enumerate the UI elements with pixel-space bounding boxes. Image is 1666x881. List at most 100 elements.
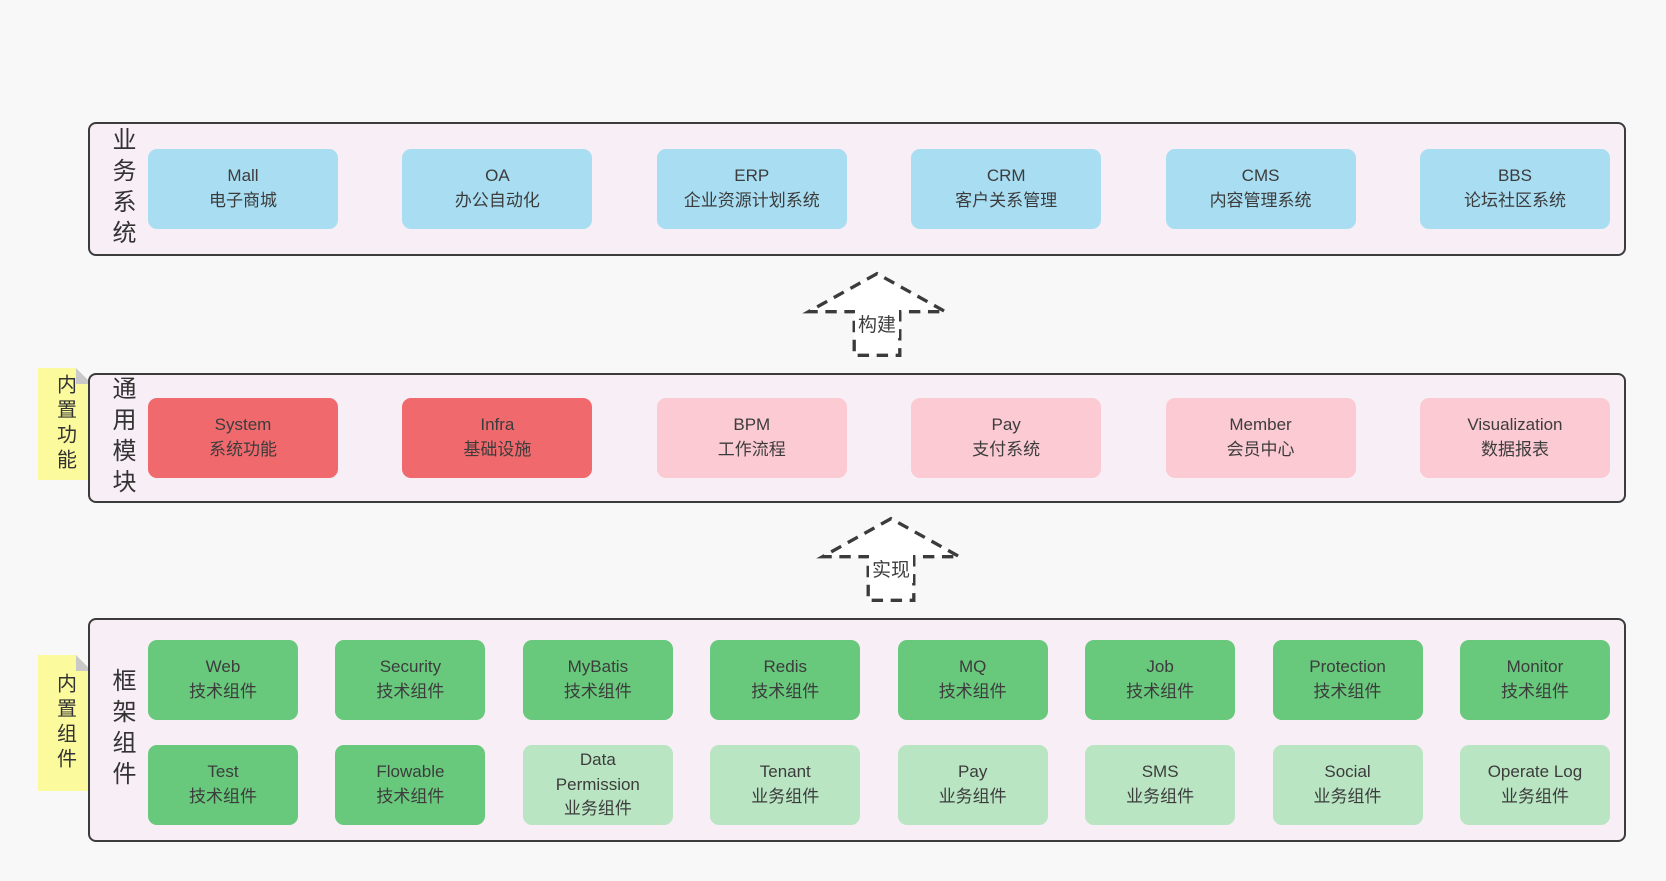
box-title: Protection [1309,657,1386,677]
box-title: BPM [733,415,771,435]
box-subtitle: 内容管理系统 [1209,191,1312,210]
box-row: System 系统功能 Infra 基础设施 BPM 工作流程 Pay 支付系统 Member 会… [148,398,1610,478]
diagram-box: BBS 论坛社区系统 [1419,149,1610,229]
box-subtitle: 技术组件 [938,682,1007,701]
box-title: OA [485,166,510,186]
diagram-box: Protection 技术组件 [1272,640,1423,720]
arrow-label: 实现 [868,554,914,583]
box-subtitle: 技术组件 [1500,682,1569,701]
box-subtitle: 企业资源计划系统 [683,191,820,210]
box-subtitle: 技术组件 [376,787,445,806]
diagram-box: Web 技术组件 [148,640,298,720]
diagram-box: Social 业务组件 [1272,745,1423,825]
band-common-modules: 通用模块 System 系统功能 Infra 基础设施 BPM 工作流程 Pay 支付系统 Me… [88,373,1626,503]
box-title: Monitor [1506,657,1564,677]
diagram-box: SMS 业务组件 [1085,745,1236,825]
diagram-box: Pay 支付系统 [911,398,1102,478]
box-title: Flowable [376,762,445,782]
box-title: Security [379,657,442,677]
diagram-box: CMS 内容管理系统 [1165,149,1356,229]
box-title: Visualization [1467,415,1563,435]
band-label: 框架组件 [108,668,135,792]
box-subtitle: 会员中心 [1226,440,1295,459]
box-subtitle: 技术组件 [1126,682,1195,701]
box-subtitle: 业务组件 [1126,787,1195,806]
band-rows: Mall 电子商城 OA 办公自动化 ERP 企业资源计划系统 CRM 客户关系管理 CMS 内容… [148,124,1610,254]
diagram-box: Data Permission 业务组件 [522,745,673,825]
box-title: Web [205,657,241,677]
box-subtitle: 基础设施 [463,440,532,459]
sticky-note-builtin-features: 内置功能 [38,368,92,480]
diagram-box: BPM 工作流程 [656,398,847,478]
diagram-box: Monitor 技术组件 [1459,640,1610,720]
box-title: Pay [991,415,1021,435]
diagram-box: Infra 基础设施 [402,398,593,478]
sticky-note-builtin-components: 内置组件 [38,655,92,791]
box-title: SMS [1141,762,1179,782]
box-title: System [214,415,272,435]
box-title: Job [1146,657,1174,677]
diagram-box: Job 技术组件 [1085,640,1236,720]
box-title: Redis [763,657,807,677]
box-title: MQ [958,657,987,677]
diagram-box: Flowable 技术组件 [335,745,486,825]
box-title: CMS [1241,166,1280,186]
band-label: 业务系统 [108,127,135,251]
box-subtitle: 客户关系管理 [955,191,1058,210]
sticky-note-label: 内置功能 [53,374,76,474]
box-subtitle: 工作流程 [717,440,786,459]
diagram-box: ERP 企业资源计划系统 [656,149,847,229]
box-title: ERP [734,166,770,186]
diagram-box: CRM 客户关系管理 [911,149,1102,229]
box-subtitle: 业务组件 [751,787,820,806]
box-subtitle: 技术组件 [189,787,257,806]
build-arrow: 构建 [801,267,953,362]
diagram-box: Visualization 数据报表 [1419,398,1610,478]
box-subtitle: 技术组件 [189,682,257,701]
arrow-label: 构建 [854,309,900,338]
diagram-box: MQ 技术组件 [897,640,1048,720]
box-subtitle: 技术组件 [563,682,632,701]
box-title: Infra [480,415,515,435]
box-subtitle: 技术组件 [751,682,820,701]
implement-arrow: 实现 [815,512,967,607]
box-subtitle: 系统功能 [209,440,277,459]
box-title: Test [207,762,239,782]
sticky-note-label: 内置组件 [53,673,76,773]
box-subtitle: 业务组件 [1313,787,1382,806]
box-subtitle: 办公自动化 [454,191,540,210]
box-subtitle: 技术组件 [376,682,445,701]
diagram-box: Security 技术组件 [335,640,486,720]
box-row: Mall 电子商城 OA 办公自动化 ERP 企业资源计划系统 CRM 客户关系管理 CMS 内容… [148,149,1610,229]
box-title: Social [1324,762,1371,782]
band-label: 通用模块 [108,376,135,500]
box-title: Tenant [759,762,811,782]
box-title: Data Permission [555,750,640,794]
box-title: CRM [986,166,1026,186]
box-subtitle: 数据报表 [1480,440,1549,459]
diagram-box: OA 办公自动化 [402,149,593,229]
box-subtitle: 业务组件 [563,799,632,819]
diagram-box: Mall 电子商城 [148,149,338,229]
diagram-box: Tenant 业务组件 [710,745,861,825]
band-business-systems: 业务系统 Mall 电子商城 OA 办公自动化 ERP 企业资源计划系统 CRM 客户关系管理… [88,122,1626,256]
box-subtitle: 论坛社区系统 [1463,191,1566,210]
band-rows: System 系统功能 Infra 基础设施 BPM 工作流程 Pay 支付系统 Member 会… [148,375,1610,501]
box-title: Operate Log [1487,762,1583,782]
box-title: Member [1229,415,1292,435]
box-title: Mall [227,166,259,186]
box-subtitle: 支付系统 [972,440,1041,459]
box-title: BBS [1497,166,1532,186]
diagram-box: System 系统功能 [148,398,338,478]
box-subtitle: 电子商城 [209,191,277,210]
box-subtitle: 业务组件 [938,787,1007,806]
diagram-box: Test 技术组件 [148,745,298,825]
diagram-box: Member 会员中心 [1165,398,1356,478]
box-subtitle: 技术组件 [1313,682,1382,701]
